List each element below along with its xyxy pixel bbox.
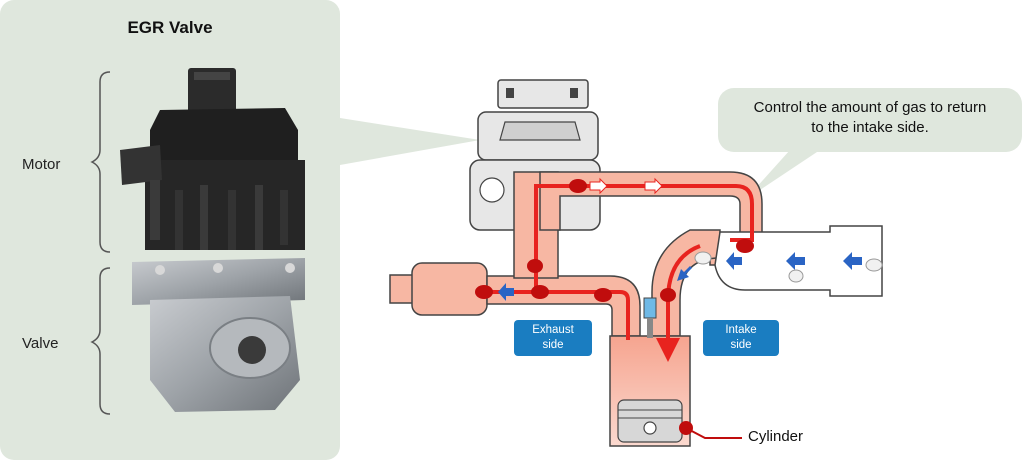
exhaust-badge-line-2: side — [542, 339, 564, 351]
return-arrows — [589, 177, 663, 195]
callout-bubble: Control the amount of gas to return to t… — [718, 88, 1022, 152]
callout-line-1: Control the amount of gas to return — [753, 99, 987, 116]
panel-title: EGR Valve — [127, 18, 213, 37]
panel-pointer — [340, 118, 480, 165]
exhaust-side-badge: Exhaust side — [514, 320, 592, 356]
motor-brace — [90, 71, 111, 253]
callout-line-2: to the intake side. — [811, 119, 929, 136]
intake-badge-line-1: Intake — [725, 324, 757, 336]
exhaust-badge-line-1: Exhaust — [532, 324, 574, 336]
air-puffs — [694, 251, 883, 283]
egr-valve-photo — [120, 68, 305, 412]
valve-brace — [90, 267, 111, 415]
intake-side-badge: Intake side — [703, 320, 779, 356]
cylinder-label: Cylinder — [748, 428, 804, 445]
cylinder-leader-line — [685, 427, 742, 439]
intake-arrows — [498, 252, 862, 301]
valve-label: Valve — [22, 335, 59, 352]
intake-badge-line-2: side — [730, 339, 752, 351]
motor-label: Motor — [22, 156, 61, 173]
gas-blobs — [475, 179, 754, 435]
callout-tail — [745, 150, 820, 200]
